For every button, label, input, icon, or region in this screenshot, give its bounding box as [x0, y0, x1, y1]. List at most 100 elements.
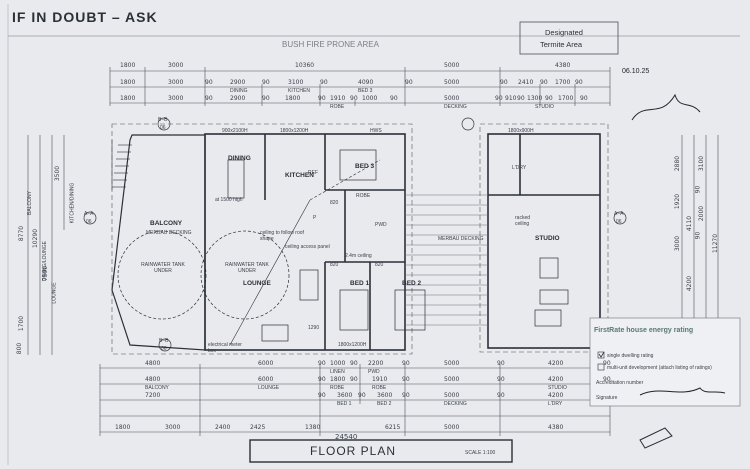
right-dim: 3100 — [698, 155, 706, 172]
top-dim: 90 — [540, 79, 548, 86]
bottom-label: BALCONY — [145, 385, 169, 391]
top-dim: 90 — [545, 95, 553, 102]
top-dim: 1300 — [527, 95, 543, 102]
top-dim: 1800 — [120, 79, 136, 86]
top-label: STUDIO — [535, 104, 554, 110]
bottom-dim: 90 — [318, 376, 326, 383]
right-dim: 4200 — [686, 275, 694, 292]
top-label: DINING — [230, 88, 248, 94]
dim-1290: 1290 — [308, 325, 320, 331]
room-balcony: BALCONY — [150, 220, 183, 227]
total-dim: 24540 — [335, 433, 358, 441]
hws-label: HWS — [370, 128, 382, 134]
top-dim: 4090 — [358, 79, 374, 86]
bottom-dim: 90 — [402, 360, 410, 367]
firstrate-signature: Signature — [596, 395, 618, 401]
plan-scale: SCALE 1:100 — [465, 450, 496, 456]
bottom-dim: 5000 — [444, 360, 460, 367]
top-dim: 3100 — [288, 79, 304, 86]
top-dim: 1800 — [120, 95, 136, 102]
window-label: 1800x1200H — [338, 342, 367, 348]
bottom-label: PWD — [368, 369, 380, 375]
room-kitchen: KITCHEN — [285, 172, 314, 179]
left-dim: 3500 — [54, 165, 62, 182]
bottom-dim: 1800 — [115, 424, 131, 431]
bottom-label: BED 2 — [377, 401, 392, 407]
top-dim: 1800 — [285, 95, 301, 102]
bottom-dim: 1000 — [330, 360, 346, 367]
bottom-dim: 90 — [497, 392, 505, 399]
bottom-dim: 4800 — [145, 360, 161, 367]
top-dim: 2900 — [230, 95, 246, 102]
room-robe: ROBE — [356, 193, 371, 199]
plan-title: FLOOR PLAN — [310, 444, 397, 458]
top-dim: 90 — [262, 95, 270, 102]
bottom-dim: 5000 — [444, 376, 460, 383]
top-dim: 5000 — [444, 62, 460, 69]
section-sheet: 06 — [160, 125, 166, 131]
bottom-dim: 1910 — [372, 376, 388, 383]
right-dim: 90 — [694, 185, 702, 194]
top-dim: 5000 — [444, 79, 460, 86]
top-dim: 90 — [318, 95, 326, 102]
bottom-dim: 90 — [358, 392, 366, 399]
top-dim: 90 — [517, 95, 525, 102]
balcony-decking: MERBAU DECKING — [146, 230, 192, 236]
high-label: at 1500 high — [215, 197, 243, 203]
left-label: DINING/LOUNGE — [42, 240, 49, 282]
room-studio: STUDIO — [535, 235, 560, 242]
top-dim: 1700 — [558, 95, 574, 102]
section-marker: B–B — [159, 338, 169, 344]
bottom-dim: 4200 — [548, 360, 564, 367]
bottom-dim: 6215 — [385, 424, 401, 431]
left-dim: 1700 — [18, 315, 26, 332]
deck-decking: MERBAU DECKING — [438, 236, 484, 242]
left-dim: 800 — [16, 342, 24, 355]
bottom-dim: 90 — [402, 376, 410, 383]
bottom-label: LINEN — [330, 369, 345, 375]
firstrate-single: single dwelling rating — [607, 353, 654, 359]
section-sheet: 06 — [86, 219, 92, 225]
top-dim: 90 — [205, 79, 213, 86]
door-dim: 820 — [330, 200, 339, 206]
room-dining: DINING — [228, 155, 251, 162]
section-sheet: 06 — [161, 346, 167, 352]
bottom-dim: 6000 — [258, 360, 274, 367]
room-pwd: PWD — [375, 222, 387, 228]
top-dim: 1910 — [330, 95, 346, 102]
bottom-label: ROBE — [330, 385, 345, 391]
top-dim: 90 — [390, 95, 398, 102]
pantry-label: P — [313, 215, 317, 221]
bottom-label: L'DRY — [548, 401, 563, 407]
room-ldry: L'DRY — [512, 165, 527, 171]
top-dim: 2410 — [518, 79, 534, 86]
bottom-dim: 90 — [318, 392, 326, 399]
door-dim: 820 — [330, 262, 339, 268]
bottom-dim: 90 — [318, 360, 326, 367]
top-dim: 3000 — [168, 95, 184, 102]
top-dim: 3000 — [168, 79, 184, 86]
bottom-dim: 90 — [350, 376, 358, 383]
top-dim: 90 — [575, 79, 583, 86]
right-dim: 3000 — [674, 235, 682, 252]
window-label: 1800x900H — [508, 128, 534, 134]
bottom-dim: 2400 — [215, 424, 231, 431]
top-dim: 4380 — [555, 62, 571, 69]
top-dim: 90 — [350, 95, 358, 102]
ceiling-access: ceiling access panel — [285, 244, 330, 250]
bottom-dim: 5000 — [444, 392, 460, 399]
top-dim: 1000 — [362, 95, 378, 102]
firstrate-title: FirstRate house energy rating — [594, 327, 694, 334]
bottom-label: ROBE — [372, 385, 387, 391]
bottom-dim: 90 — [402, 392, 410, 399]
right-dim: 2880 — [674, 155, 682, 172]
bottom-dim: 90 — [497, 360, 505, 367]
top-dim: 910 — [505, 95, 517, 102]
right-dim: 1920 — [674, 193, 682, 210]
right-dim: 2000 — [698, 205, 706, 222]
bottom-dim: 4380 — [548, 424, 564, 431]
bottom-dim: 3600 — [377, 392, 393, 399]
bottom-label: BED 1 — [337, 401, 352, 407]
bottom-dim: 1800 — [330, 376, 346, 383]
